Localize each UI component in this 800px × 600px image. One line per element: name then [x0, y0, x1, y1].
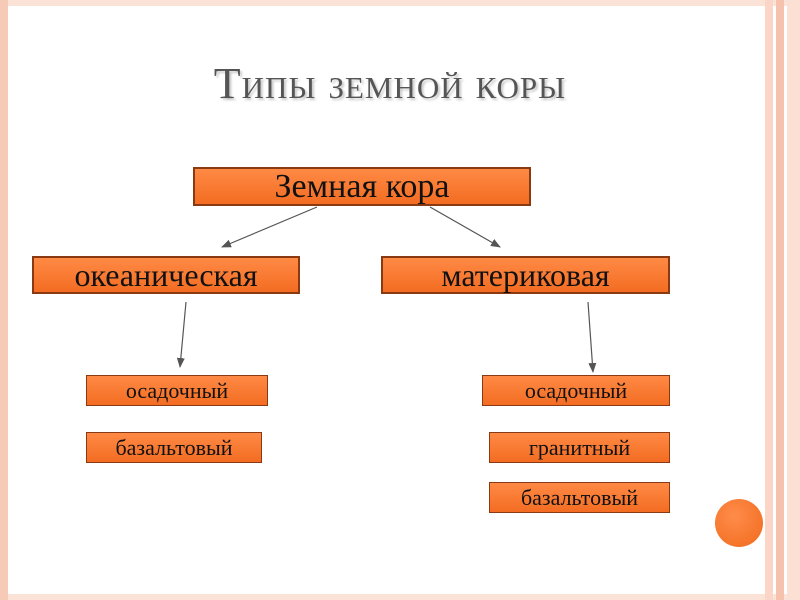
slide-frame-top — [0, 0, 800, 6]
node-continental-layer-sedimentary: осадочный — [482, 375, 670, 406]
node-continental: материковая — [381, 256, 670, 294]
slide-frame-bottom — [0, 594, 800, 600]
slide-title: Типы земной коры — [213, 59, 567, 108]
slide-frame-right-stripe — [776, 0, 784, 600]
arrow-continental-to-layers — [587, 301, 597, 373]
node-earth-crust: Земная кора — [193, 167, 531, 206]
arrow-root-to-oceanic — [221, 206, 318, 248]
slide-frame-right-stripe — [787, 0, 800, 600]
arrow-oceanic-to-layers — [176, 301, 187, 368]
node-oceanic: океаническая — [32, 256, 300, 294]
arrow-root-to-continental — [429, 206, 501, 248]
node-continental-layer-basalt: базальтовый — [489, 482, 670, 513]
decorative-circle — [715, 499, 763, 547]
slide-frame-right-stripe — [765, 0, 773, 600]
node-oceanic-layer-sedimentary: осадочный — [86, 375, 268, 406]
node-oceanic-layer-basalt: базальтовый — [86, 432, 262, 463]
slide-frame-left — [0, 0, 8, 600]
node-continental-layer-granite: гранитный — [489, 432, 670, 463]
